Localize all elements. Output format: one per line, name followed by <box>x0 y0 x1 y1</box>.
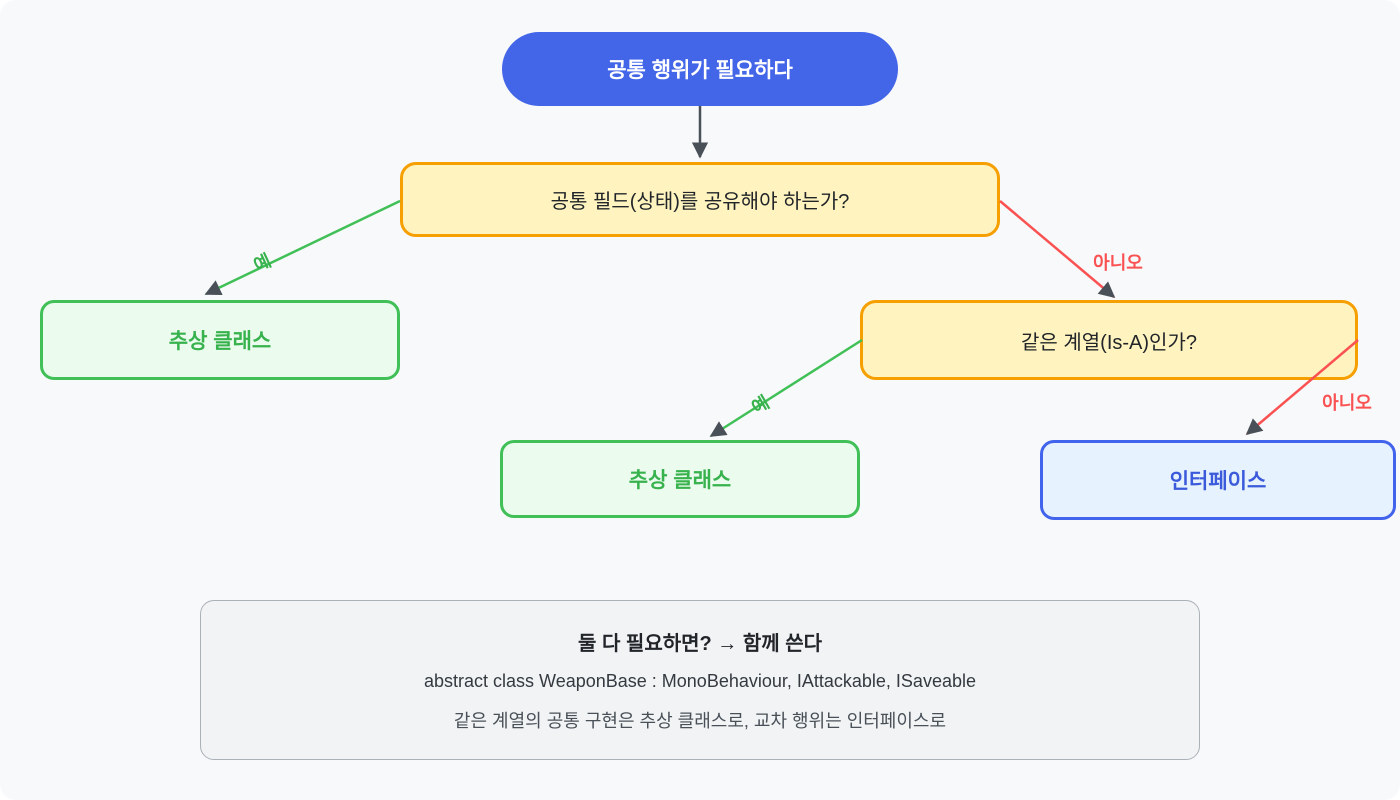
node-abstract-class-1: 추상 클래스 <box>40 300 400 380</box>
note-box: 둘 다 필요하면? → 함께 쓴다 abstract class WeaponB… <box>200 600 1200 760</box>
node-abstract-class-1-label: 추상 클래스 <box>168 330 272 353</box>
edge-q2-to-abstract2 <box>709 338 863 438</box>
node-start: 공통 행위가 필요하다 <box>502 32 898 106</box>
node-abstract-class-2: 추상 클래스 <box>500 440 860 518</box>
node-interface-label: 인터페이스 <box>1169 470 1267 493</box>
edge-label-no-1: 아니오 <box>1093 253 1143 273</box>
node-question-is-a-label: 같은 계열(Is-A)인가? <box>1021 331 1197 354</box>
edge-label-yes-1: 예 <box>250 250 275 276</box>
node-question-shared-fields-label: 공통 필드(상태)를 공유해야 하는가? <box>550 191 850 213</box>
node-question-is-a: 같은 계열(Is-A)인가? <box>860 300 1358 380</box>
note-code-example: abstract class WeaponBase : MonoBehaviou… <box>424 671 976 691</box>
edge-label-no-2: 아니오 <box>1322 393 1372 413</box>
edge-label-yes-2: 예 <box>748 392 773 418</box>
edge-q1-to-abstract1 <box>204 199 401 296</box>
node-question-shared-fields: 공통 필드(상태)를 공유해야 하는가? <box>400 162 1000 237</box>
note-title: 둘 다 필요하면? → 함께 쓴다 <box>578 633 822 655</box>
note-description: 같은 계열의 공통 구현은 추상 클래스로, 교차 행위는 인터페이스로 <box>453 711 947 731</box>
node-abstract-class-2-label: 추상 클래스 <box>628 469 732 492</box>
node-start-label: 공통 행위가 필요하다 <box>607 59 793 82</box>
node-interface: 인터페이스 <box>1040 440 1396 520</box>
